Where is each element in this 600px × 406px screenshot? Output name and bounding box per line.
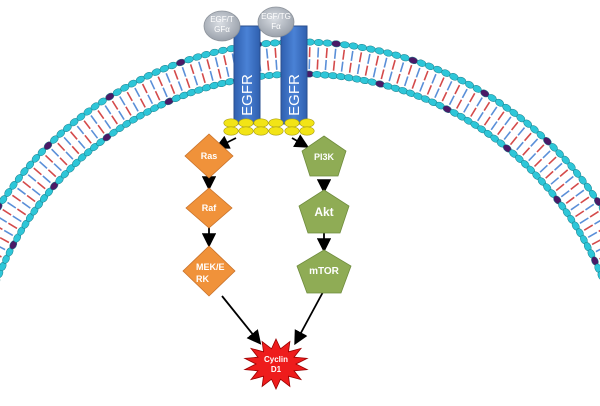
- ras-node: Ras: [185, 134, 233, 178]
- egfr-receptor-right: EGFR: [281, 26, 307, 124]
- mek-erk-node: MEK/E RK: [183, 246, 235, 296]
- akt-node: Akt: [299, 190, 349, 233]
- mtor-label: mTOR: [309, 266, 340, 277]
- egfr-right-label: EGFR: [286, 74, 303, 116]
- cyclin-d1-node: Cyclin D1: [245, 339, 307, 389]
- ligand-left: EGF/T GFα: [204, 11, 240, 41]
- arrow-mtor-to-cyclind1: [296, 292, 323, 342]
- ligand-right-line2: Fα: [271, 22, 281, 31]
- ligand-right: EGF/TG Fα: [258, 7, 294, 37]
- mek-erk-label-line2: RK: [196, 274, 209, 284]
- pi3k-node: PI3K: [302, 136, 346, 176]
- pathway-arrows: [209, 138, 324, 342]
- egfr-left-label: EGFR: [239, 74, 256, 116]
- cyclin-d1-label-line2: D1: [271, 365, 282, 374]
- arrow-egfr-to-pi3k: [292, 138, 306, 146]
- ligand-left-line2: GFα: [214, 25, 230, 34]
- egfr-receptor-left: EGFR: [234, 26, 260, 124]
- cyclin-d1-label-line1: Cyclin: [264, 355, 288, 364]
- arrow-mekerk-to-cyclind1: [222, 296, 259, 342]
- ras-label: Ras: [201, 151, 218, 161]
- mek-erk-label-line1: MEK/E: [196, 262, 225, 272]
- mtor-node: mTOR: [297, 250, 351, 293]
- akt-label: Akt: [314, 205, 333, 219]
- ligand-left-line1: EGF/T: [210, 15, 234, 24]
- receptor-transmembrane-feet: [224, 119, 314, 135]
- raf-node: Raf: [186, 188, 232, 228]
- ligand-right-line1: EGF/TG: [261, 12, 291, 21]
- pi3k-label: PI3K: [314, 152, 335, 162]
- raf-label: Raf: [202, 203, 218, 213]
